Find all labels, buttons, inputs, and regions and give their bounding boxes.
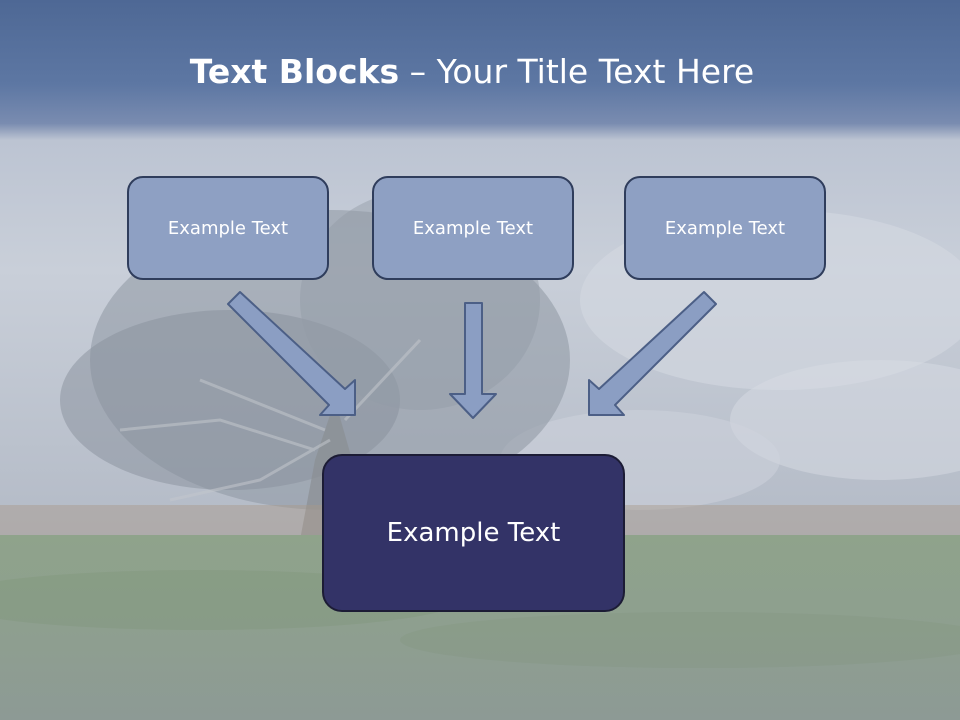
text-block-3-label: Example Text bbox=[664, 217, 786, 239]
text-block-1-label: Example Text bbox=[167, 217, 289, 239]
text-block-2[interactable]: Example Text bbox=[372, 176, 574, 280]
slide-title: Text Blocks – Your Title Text Here bbox=[0, 52, 944, 91]
target-text-block-label: Example Text bbox=[386, 518, 561, 548]
arrow-left bbox=[227, 291, 356, 416]
text-block-2-label: Example Text bbox=[412, 217, 534, 239]
arrow-right bbox=[588, 291, 717, 416]
title-band bbox=[0, 0, 960, 140]
text-block-3[interactable]: Example Text bbox=[624, 176, 826, 280]
title-regular: Your Title Text Here bbox=[436, 52, 755, 91]
title-separator: – bbox=[399, 52, 437, 91]
text-block-1[interactable]: Example Text bbox=[127, 176, 329, 280]
title-bold: Text Blocks bbox=[189, 52, 400, 91]
arrow-middle bbox=[449, 302, 497, 419]
target-text-block[interactable]: Example Text bbox=[322, 454, 625, 612]
